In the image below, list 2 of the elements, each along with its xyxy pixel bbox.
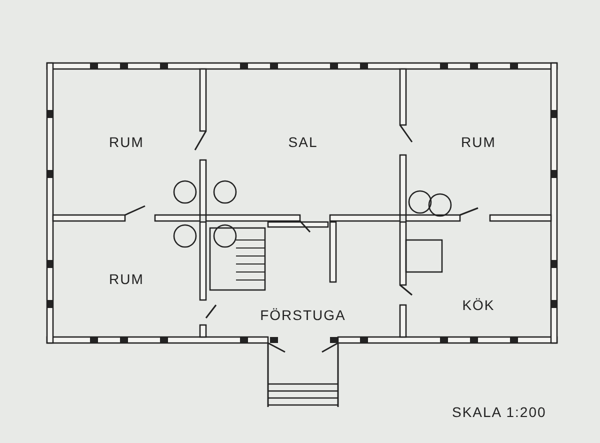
room-label: FÖRSTUGA bbox=[258, 306, 348, 322]
scale-note: SKALA 1:200 bbox=[452, 404, 546, 420]
